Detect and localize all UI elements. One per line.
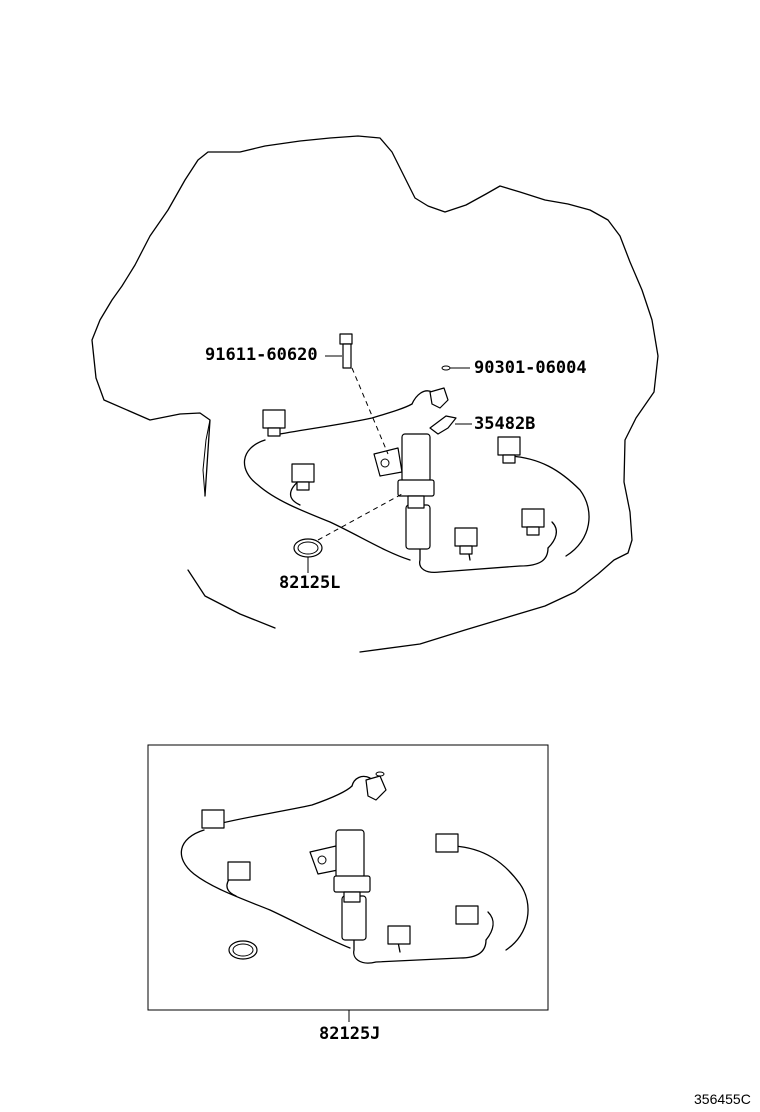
bolt-part — [339, 333, 353, 369]
oring-leader-dashed — [317, 493, 403, 541]
diagram-id: 356455C — [694, 1091, 751, 1107]
wire-harness-main — [243, 390, 590, 574]
harness-assembly-drawing — [180, 771, 529, 964]
connector-1 — [262, 409, 286, 437]
clamp-part — [429, 387, 449, 409]
connector-2 — [291, 463, 315, 491]
callout-harness-assembly: 82125J — [319, 1024, 381, 1044]
callout-clamp: 90301-06004 — [474, 358, 587, 378]
harness-assembly-box — [147, 744, 549, 1011]
connector-3 — [454, 527, 478, 555]
connector-5 — [497, 436, 521, 464]
callout-bolt: 91611-60620 — [205, 345, 318, 365]
connector-4 — [521, 508, 545, 536]
callout-oring: 82125L — [279, 573, 341, 593]
bracket-part — [429, 415, 457, 435]
transmission-housing-outline — [91, 135, 659, 653]
housing-flange-left — [202, 419, 211, 497]
bolt-leader-dashed — [351, 367, 389, 455]
callout-bracket: 35482B — [474, 414, 536, 434]
clamp-small-ring-icon — [441, 365, 451, 371]
speed-sensor — [373, 433, 435, 509]
